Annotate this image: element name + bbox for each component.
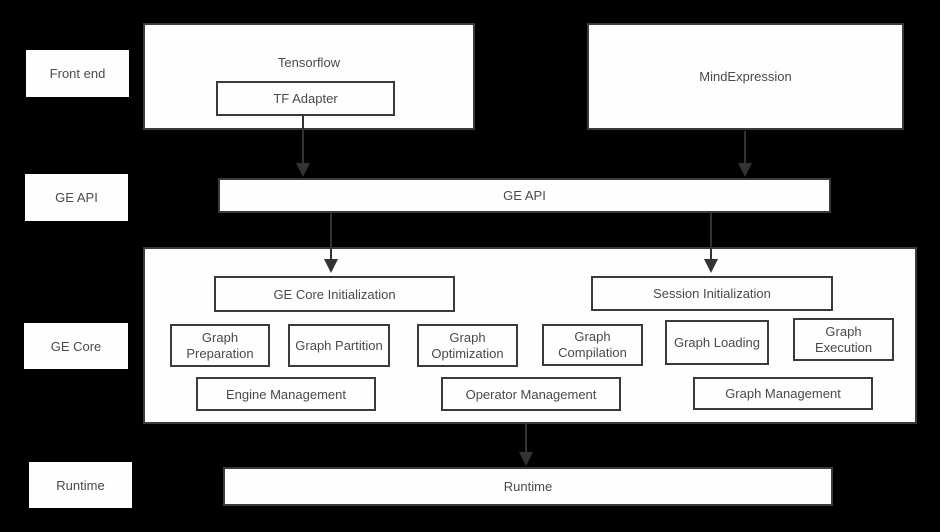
arrow-head-icon bbox=[519, 452, 533, 466]
arrow-line bbox=[525, 424, 527, 452]
tf-adapter-box: TF Adapter bbox=[216, 81, 395, 116]
arrow-head-icon bbox=[704, 259, 718, 273]
row-label-front-end: Front end bbox=[26, 50, 129, 97]
arrow-head-icon bbox=[296, 163, 310, 177]
stage-box-graph-preparation: Graph Preparation bbox=[170, 324, 270, 367]
stage-box-graph-optimization: Graph Optimization bbox=[417, 324, 518, 367]
mindexpression-box: MindExpression bbox=[587, 23, 904, 130]
row-label-runtime: Runtime bbox=[29, 462, 132, 508]
row-label-ge-core: GE Core bbox=[24, 323, 128, 369]
engine-management-box: Engine Management bbox=[196, 377, 376, 411]
ge-core-initialization-box: GE Core Initialization bbox=[214, 276, 455, 312]
ge-api-bar: GE API bbox=[218, 178, 831, 213]
graph-management-box: Graph Management bbox=[693, 377, 873, 410]
tensorflow-box: Tensorflow TF Adapter bbox=[143, 23, 475, 130]
stage-box-graph-compilation: Graph Compilation bbox=[542, 324, 643, 366]
arrow-line bbox=[302, 114, 304, 163]
stage-box-graph-partition: Graph Partition bbox=[288, 324, 390, 367]
stage-box-graph-loading: Graph Loading bbox=[665, 320, 769, 365]
tensorflow-label: Tensorflow bbox=[277, 55, 341, 70]
row-label-ge-api: GE API bbox=[25, 174, 128, 221]
stage-box-graph-execution: Graph Execution bbox=[793, 318, 894, 361]
arrow-line bbox=[744, 131, 746, 163]
ge-core-box: GE Core Initialization Session Initializ… bbox=[143, 247, 917, 424]
arrow-head-icon bbox=[738, 163, 752, 177]
arrow-head-icon bbox=[324, 259, 338, 273]
arrow-line bbox=[330, 213, 332, 259]
arrow-line bbox=[710, 213, 712, 259]
operator-management-box: Operator Management bbox=[441, 377, 621, 411]
runtime-bar: Runtime bbox=[223, 467, 833, 506]
session-initialization-box: Session Initialization bbox=[591, 276, 833, 311]
